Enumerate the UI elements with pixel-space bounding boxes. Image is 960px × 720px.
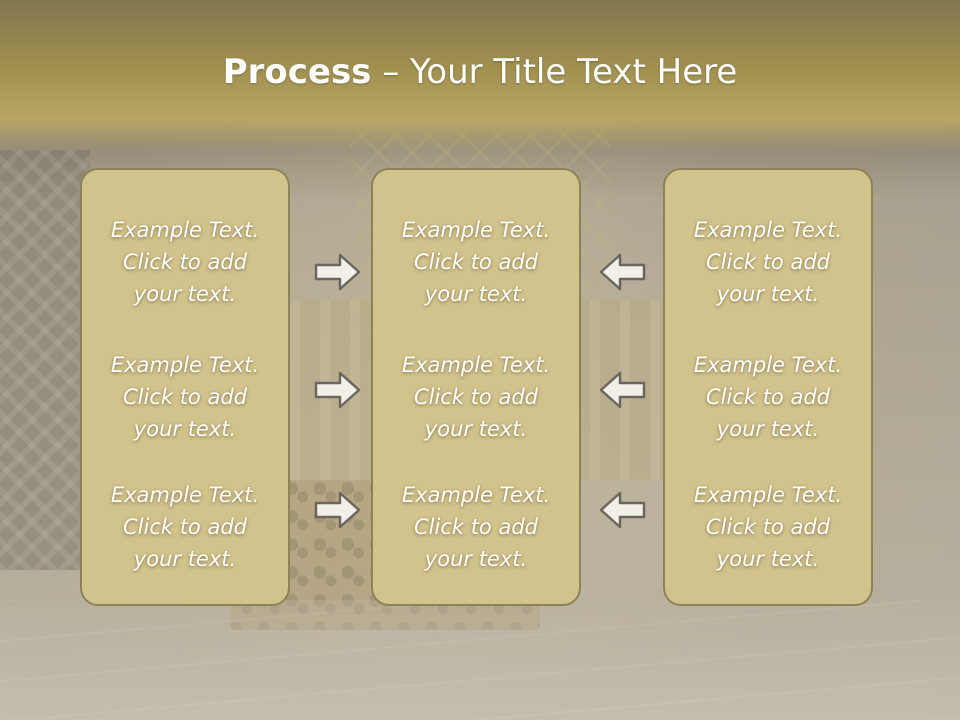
text-line: Click to add <box>705 515 830 539</box>
text-line: Example Text. <box>110 483 260 507</box>
text-placeholder[interactable]: Example Text. Click to add your text. <box>82 479 288 575</box>
text-placeholder[interactable]: Example Text. Click to add your text. <box>373 349 579 445</box>
text-line: Click to add <box>122 515 247 539</box>
text-line: Click to add <box>705 250 830 274</box>
arrow-right-icon[interactable] <box>314 490 362 530</box>
text-line: Example Text. <box>401 353 551 377</box>
text-line: Example Text. <box>401 218 551 242</box>
text-placeholder[interactable]: Example Text. Click to add your text. <box>665 214 871 310</box>
text-line: your text. <box>716 417 820 441</box>
text-line: your text. <box>133 417 237 441</box>
text-line: your text. <box>133 547 237 571</box>
slide-title[interactable]: Process – Your Title Text Here <box>0 52 960 92</box>
background-wallpaper <box>0 150 90 570</box>
text-line: your text. <box>424 547 528 571</box>
title-bold: Process <box>222 52 372 92</box>
text-placeholder[interactable]: Example Text. Click to add your text. <box>373 479 579 575</box>
title-band <box>0 0 960 150</box>
arrow-right-icon[interactable] <box>314 252 362 292</box>
arrow-right-icon[interactable] <box>314 370 362 410</box>
text-placeholder[interactable]: Example Text. Click to add your text. <box>665 479 871 575</box>
text-line: Example Text. <box>401 483 551 507</box>
process-box-right[interactable]: Example Text. Click to add your text. Ex… <box>663 168 873 606</box>
text-line: your text. <box>716 547 820 571</box>
text-line: Example Text. <box>110 218 260 242</box>
text-placeholder[interactable]: Example Text. Click to add your text. <box>82 349 288 445</box>
text-placeholder[interactable]: Example Text. Click to add your text. <box>373 214 579 310</box>
text-line: Click to add <box>413 250 538 274</box>
text-line: Click to add <box>413 515 538 539</box>
text-line: your text. <box>424 282 528 306</box>
process-box-left[interactable]: Example Text. Click to add your text. Ex… <box>80 168 290 606</box>
background-floor <box>0 600 960 720</box>
text-placeholder[interactable]: Example Text. Click to add your text. <box>82 214 288 310</box>
text-line: Example Text. <box>110 353 260 377</box>
text-line: Click to add <box>705 385 830 409</box>
text-line: Example Text. <box>693 483 843 507</box>
text-line: Example Text. <box>693 353 843 377</box>
process-box-center[interactable]: Example Text. Click to add your text. Ex… <box>371 168 581 606</box>
text-line: your text. <box>133 282 237 306</box>
text-line: Click to add <box>122 385 247 409</box>
arrow-left-icon[interactable] <box>598 370 646 410</box>
text-line: Click to add <box>413 385 538 409</box>
arrow-left-icon[interactable] <box>598 252 646 292</box>
text-line: Click to add <box>122 250 247 274</box>
arrow-left-icon[interactable] <box>598 490 646 530</box>
text-placeholder[interactable]: Example Text. Click to add your text. <box>665 349 871 445</box>
text-line: your text. <box>424 417 528 441</box>
title-rest: – Your Title Text Here <box>371 52 738 92</box>
text-line: Example Text. <box>693 218 843 242</box>
text-line: your text. <box>716 282 820 306</box>
